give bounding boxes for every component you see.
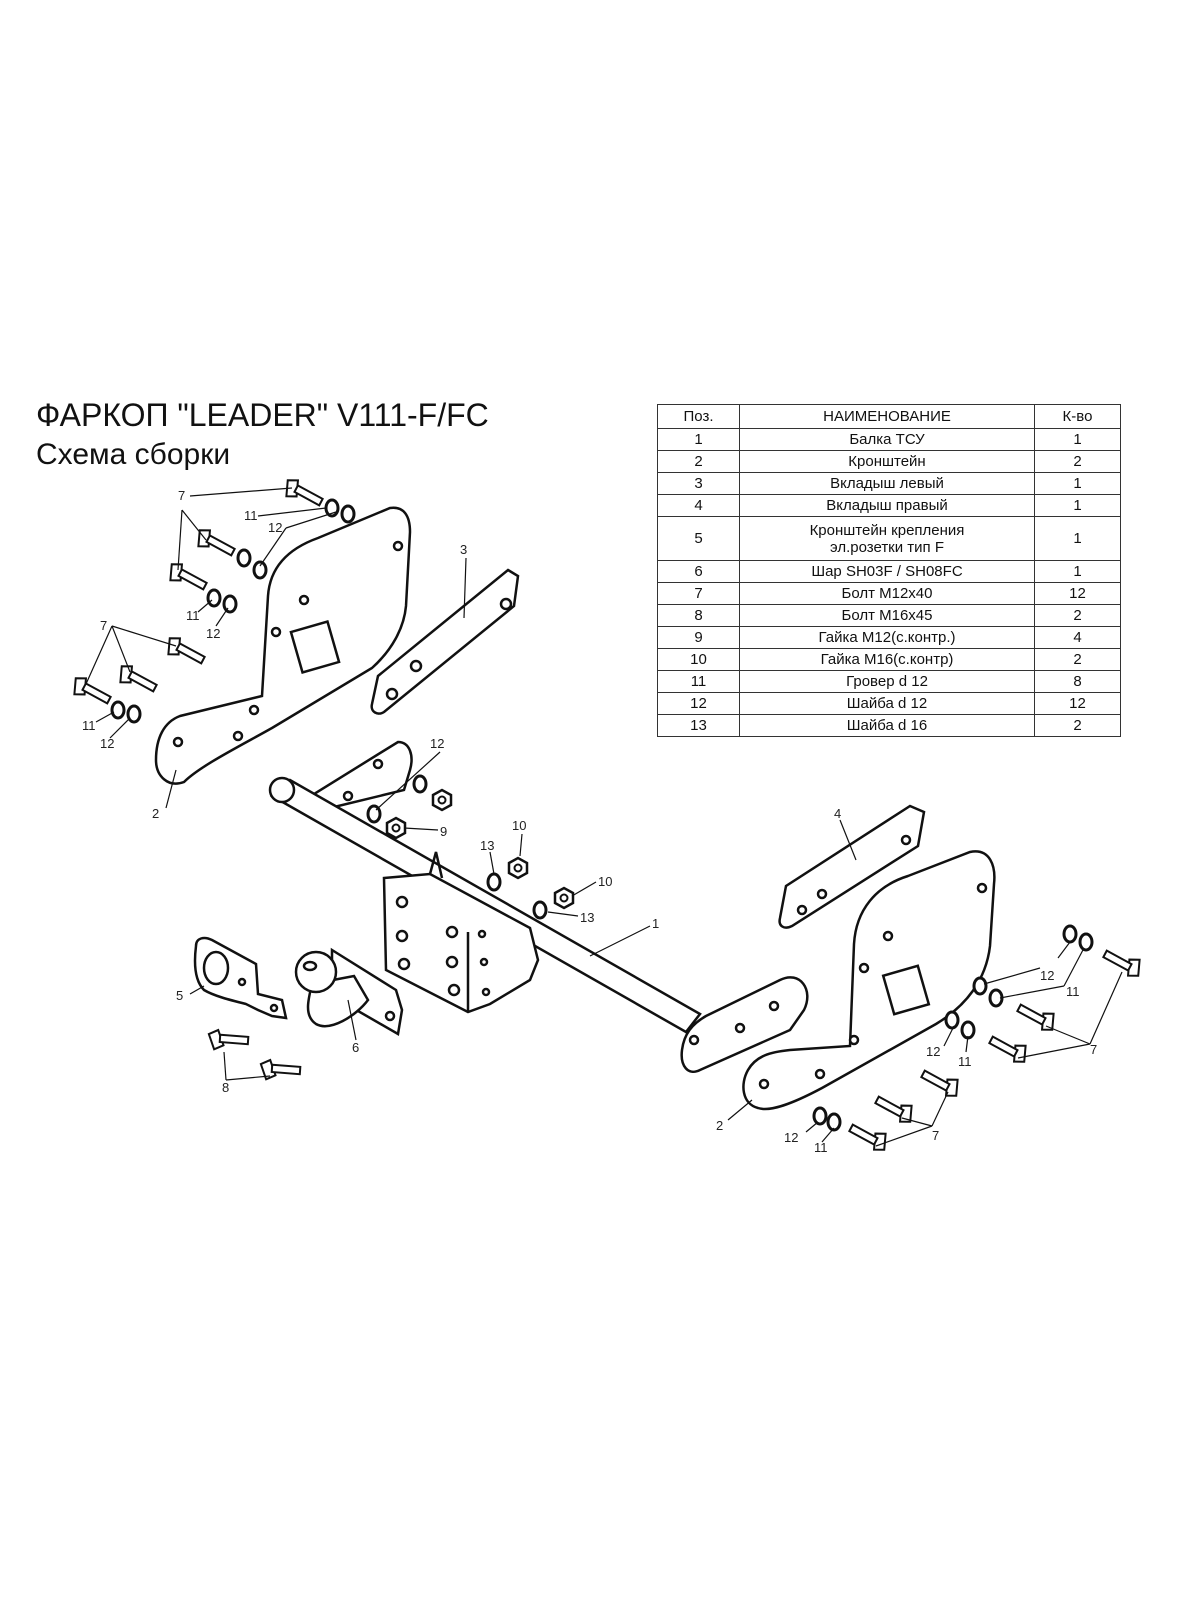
callout-11: 11 [82,718,96,733]
callout-8: 8 [222,1080,229,1095]
row-name: Болт М12x40 [739,582,1035,605]
callout-10: 10 [598,874,612,889]
callout-7: 7 [178,488,185,503]
row-qty: 2 [1034,714,1121,737]
callout-labels: 7 11 12 11 12 7 11 12 2 3 12 9 10 13 10 … [82,488,1097,1155]
callout-7: 7 [1090,1042,1097,1057]
callout-12: 12 [926,1044,940,1059]
row-qty: 2 [1034,450,1121,473]
row-name: Вкладыш левый [739,472,1035,495]
socket-bracket [193,936,288,1020]
right-insert [778,804,926,929]
callout-12: 12 [784,1130,798,1145]
callout-12: 12 [206,626,220,641]
leader-lines [85,487,1123,1147]
callout-9: 9 [440,824,447,839]
callout-2: 2 [716,1118,723,1133]
callout-11: 11 [186,608,200,623]
callout-1: 1 [652,916,659,931]
callout-13: 13 [480,838,494,853]
callout-7: 7 [932,1128,939,1143]
callout-5: 5 [176,988,183,1003]
header-qty: К-во [1034,404,1121,429]
header-pos: Поз. [657,404,740,429]
row-pos: 13 [657,714,740,737]
tow-ball [294,947,404,1036]
callout-12: 12 [430,736,444,751]
right-bracket [742,850,996,1111]
callout-11: 11 [814,1140,828,1155]
table-header-row: Поз. НАИМЕНОВАНИЕ К-во [657,404,1121,429]
callout-12: 12 [268,520,282,535]
page-title: ФАРКОП "LEADER" V111-F/FC [36,397,489,433]
bolts-m16 [207,1021,309,1083]
tow-bar-beam [268,740,809,1073]
callout-12: 12 [1040,968,1054,983]
left-bracket [154,506,412,785]
callout-10: 10 [512,818,526,833]
callout-7: 7 [100,618,107,633]
callout-2: 2 [152,806,159,821]
callout-3: 3 [460,542,467,557]
callout-4: 4 [834,806,841,821]
row-pos: 12 [657,692,740,715]
callout-11: 11 [244,508,258,523]
left-insert [370,568,520,715]
page-subtitle: Схема сборки [36,438,231,471]
row-name: Гровер d 12 [739,670,1035,693]
row-name: Вкладыш правый [739,494,1035,517]
callout-11: 11 [1066,984,1080,999]
row-qty: 1 [1034,516,1121,561]
callout-13: 13 [580,910,594,925]
callout-12: 12 [100,736,114,751]
callout-11: 11 [958,1054,972,1069]
callout-6: 6 [352,1040,359,1055]
